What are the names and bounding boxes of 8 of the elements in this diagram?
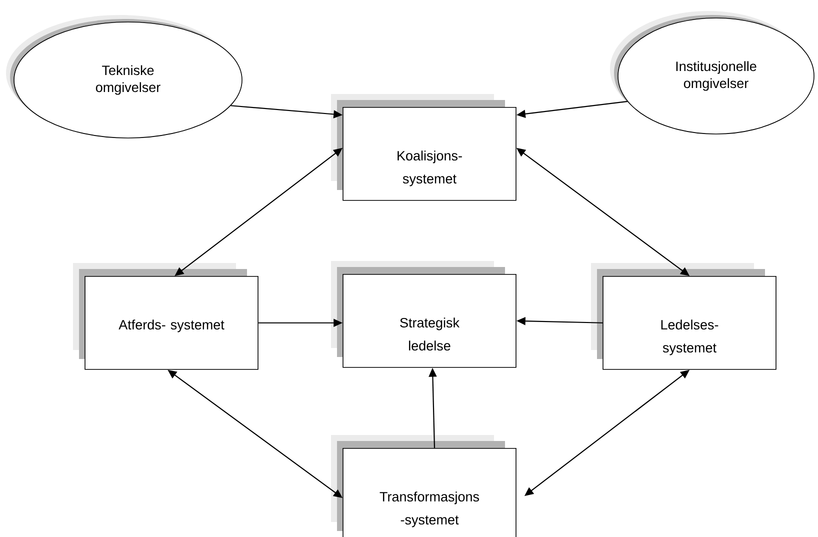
ellipse-node: Tekniske omgivelser xyxy=(6,15,242,138)
ellipse-node: Institusjonelle omgivelser xyxy=(610,11,814,134)
process-box: Ledelses- systemet xyxy=(591,263,776,370)
process-box: Koalisjons- systemet xyxy=(331,94,516,201)
node-label: Institusjonelle omgivelser xyxy=(676,61,756,91)
process-box: Atferds- systemet xyxy=(73,263,258,370)
process-box: Transformasjons -systemet xyxy=(331,434,516,537)
process-box: Strategisk ledelse xyxy=(331,261,516,368)
